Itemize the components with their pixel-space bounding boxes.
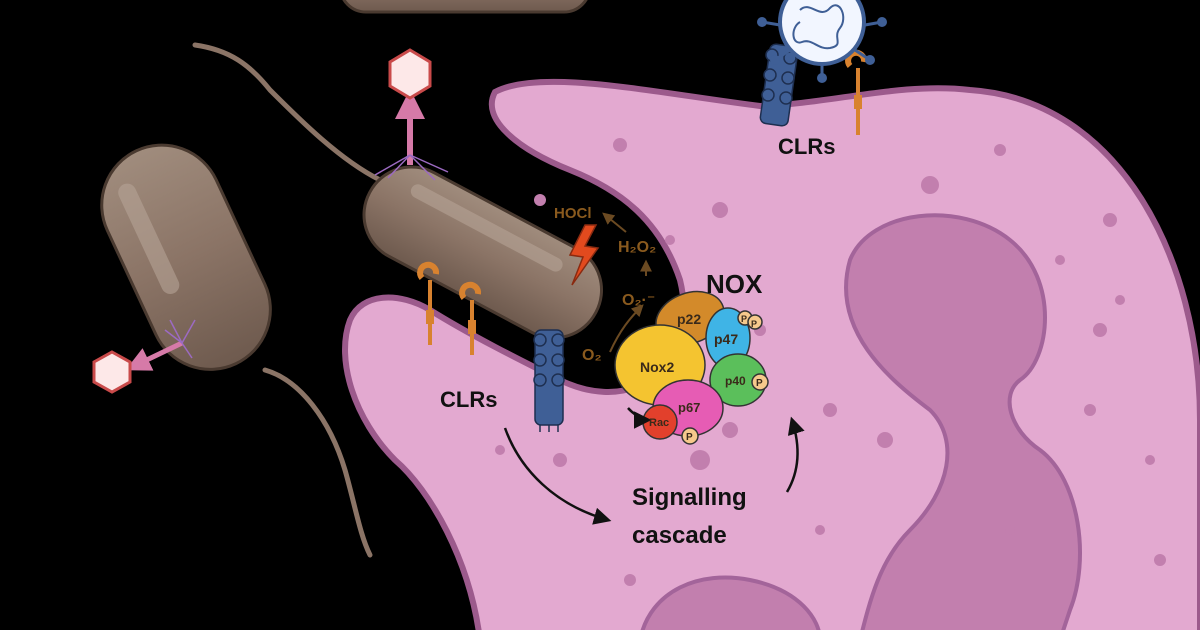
phospho-4: P <box>686 432 693 443</box>
subunit-p47: p47 <box>714 331 738 347</box>
chem-hocl: HOCl <box>554 205 592 222</box>
nox-complex <box>614 290 769 445</box>
label-nox: NOX <box>706 269 763 299</box>
label-signalling: Signalling <box>632 484 747 511</box>
bacterium-icon <box>100 143 373 558</box>
subunit-p40: p40 <box>725 374 746 388</box>
phage-icon <box>374 48 449 181</box>
subunit-p22: p22 <box>677 311 701 327</box>
phage-icon <box>92 319 196 394</box>
label-cascade: cascade <box>632 522 727 549</box>
phospho-2: P <box>751 319 757 329</box>
ros-arrows <box>602 212 652 353</box>
subunit-p67: p67 <box>678 400 700 415</box>
chem-h2o2: H₂O₂ <box>618 239 656 256</box>
signalling-arrows <box>503 407 805 525</box>
label-clrs-top: CLRs <box>778 134 835 159</box>
bacterium-icon <box>342 0 588 14</box>
chem-superoxide: O₂·⁻ <box>622 292 655 309</box>
nucleus <box>640 213 1082 630</box>
receptor-icon <box>417 49 868 355</box>
labels: CLRs CLRs NOX Signalling cascade HOCl H₂… <box>440 134 835 549</box>
phospho-1: P <box>741 314 747 324</box>
subunit-nox2: Nox2 <box>640 359 674 375</box>
virus-icon <box>757 0 887 83</box>
flagellum <box>192 42 383 183</box>
phospho-3: P <box>756 378 763 389</box>
granules <box>495 138 1166 586</box>
lightning-icon <box>568 224 600 286</box>
receptor-icon <box>533 43 799 432</box>
subunit-rac: Rac <box>649 417 669 429</box>
label-clrs-left: CLRs <box>440 387 497 412</box>
chem-o2: O₂ <box>582 347 602 364</box>
